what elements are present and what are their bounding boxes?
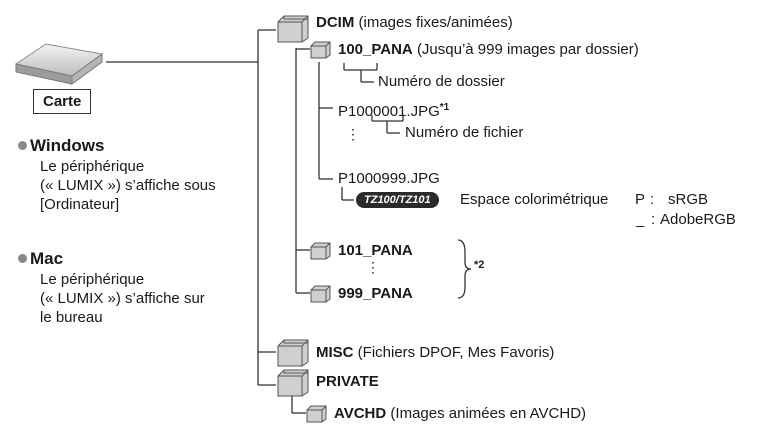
bullet-icon (18, 141, 27, 150)
card-reader-icon (14, 43, 104, 85)
mac-line-3: le bureau (40, 309, 103, 326)
bullet-icon (18, 254, 27, 263)
file-number-label: Numéro de fichier (405, 124, 524, 141)
folder-number-label: Numéro de dossier (378, 73, 505, 90)
folder-icon (277, 369, 309, 397)
note-2: *2 (474, 259, 485, 271)
misc-folder-label: MISC (Fichiers DPOF, Mes Favoris) (316, 344, 555, 361)
vertical-ellipsis: ⋮ (366, 259, 380, 275)
model-badge: TZ100/TZ101 (356, 192, 439, 208)
vertical-ellipsis: ⋮ (346, 126, 360, 142)
windows-line-3: [Ordinateur] (40, 196, 120, 213)
folder-icon (277, 15, 309, 43)
folder-icon (306, 405, 327, 423)
color-space-underscore-key: _ (636, 211, 645, 228)
color-space-p-sep: : (650, 191, 655, 208)
windows-line-1: Le périphérique (40, 158, 145, 175)
color-space-underscore-value: AdobeRGB (660, 211, 736, 228)
file-last: P1000999.JPG (338, 170, 440, 187)
windows-heading: Windows (18, 136, 104, 156)
windows-line-2: (« LUMIX ») s’affiche sous (40, 177, 216, 194)
avchd-folder-label: AVCHD (Images animées en AVCHD) (334, 405, 587, 422)
folder-icon (310, 242, 331, 260)
color-space-p-key: P (635, 191, 646, 208)
pana100-folder-label: 100_PANA (Jusqu’à 999 images par dossier… (338, 41, 639, 58)
color-space-underscore-sep: : (651, 211, 656, 228)
color-space-p-value: sRGB (668, 191, 709, 208)
mac-line-1: Le périphérique (40, 271, 145, 288)
folder-icon (277, 339, 309, 367)
card-label: Carte (33, 89, 92, 114)
dcim-folder-label: DCIM (images fixes/animées) (316, 14, 513, 31)
pana101-folder-label: 101_PANA (338, 242, 413, 259)
mac-line-2: (« LUMIX ») s’affiche sur (40, 290, 205, 307)
folder-icon (310, 285, 331, 303)
color-space-label: Espace colorimétrique (460, 191, 609, 208)
file-first: P1000001.JPG*1 (338, 102, 450, 120)
pana999-folder-label: 999_PANA (338, 285, 413, 302)
folder-icon (310, 41, 331, 59)
mac-heading: Mac (18, 249, 63, 269)
private-folder-label: PRIVATE (316, 373, 379, 390)
